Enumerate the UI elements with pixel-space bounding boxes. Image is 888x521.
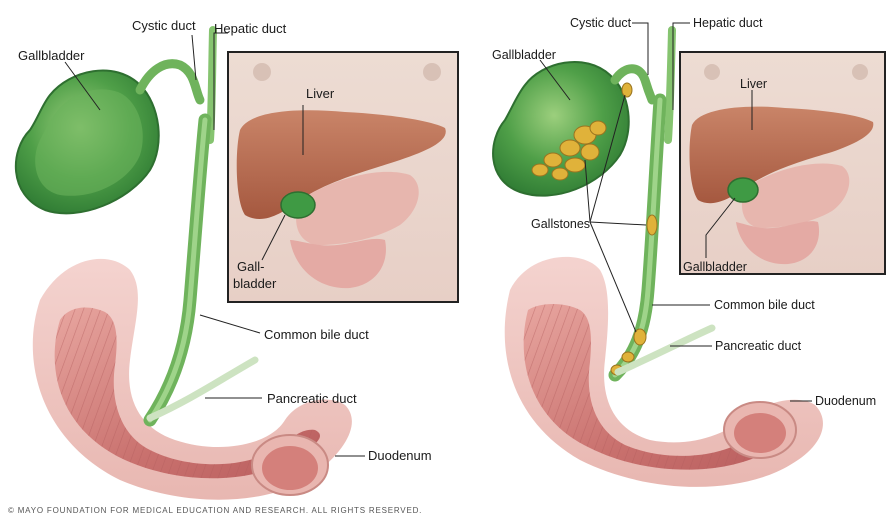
leader-gallstones-2 [589, 94, 626, 223]
leader-cystic-duct [191, 34, 197, 81]
common-bile-duct-highlight [147, 117, 208, 423]
label-liver-right: Liver [740, 77, 767, 91]
inset-shoulder-left-right [704, 64, 720, 80]
gallstone-cystic [621, 82, 633, 98]
cystic-duct-right [610, 64, 657, 105]
inset-shoulder-left [253, 63, 271, 81]
gallstone-bile-duct-lower [633, 328, 647, 346]
gallstone [580, 143, 600, 161]
label-duodenum-right: Duodenum [815, 394, 876, 408]
stomach [296, 171, 419, 245]
hepatic-duct-right [664, 26, 676, 144]
gallstone-bile-duct [646, 214, 658, 236]
inset-duodenum-right [736, 221, 820, 265]
leader-gallbladder [64, 61, 101, 111]
left-illustration: Gallbladder Cystic duct Hepatic duct Liv… [14, 18, 459, 500]
gallbladder-right [492, 61, 630, 197]
label-common-bile-duct-right: Common bile duct [714, 298, 815, 312]
gallstone [531, 163, 549, 177]
duodenum-folds-right [523, 304, 790, 470]
gallbladder-lining [35, 89, 143, 196]
right-illustration: Gallbladder Cystic duct Hepatic duct Liv… [492, 16, 886, 487]
label-inset-gallbladder-right: Gallbladder [683, 260, 747, 274]
leader-gallstones-4 [589, 221, 637, 333]
label-gallbladder-right: Gallbladder [492, 48, 556, 62]
leader-gallstones-1 [584, 159, 591, 223]
label-pancreatic-duct: Pancreatic duct [267, 391, 357, 406]
inset-gallbladder [280, 191, 316, 219]
label-cystic-duct-right: Cystic duct [570, 16, 632, 30]
duodenum-folds [54, 307, 321, 479]
label-hepatic-duct-right: Hepatic duct [693, 16, 763, 30]
gallstone [589, 120, 607, 136]
label-gall-line1: Gall- [237, 259, 264, 274]
label-duodenum: Duodenum [368, 448, 432, 463]
label-common-bile-duct: Common bile duct [264, 327, 369, 342]
pancreatic-duct [146, 356, 259, 422]
leader-inset-gallbladder [261, 214, 286, 261]
gallstone [551, 167, 569, 181]
inset-duodenum [290, 238, 386, 289]
leader-common-bile-duct [199, 314, 261, 334]
hepatic-duct [206, 26, 217, 144]
gallstone [543, 152, 563, 168]
inset-shoulder-right [423, 63, 441, 81]
label-cystic-duct: Cystic duct [132, 18, 196, 33]
label-gallbladder: Gallbladder [18, 48, 85, 63]
duodenum-opening-inner-right [734, 413, 786, 453]
inset-shoulder-right-right [852, 64, 868, 80]
inset-gallbladder-right [727, 177, 759, 203]
label-hepatic-duct: Hepatic duct [214, 21, 287, 36]
common-bile-duct-right-highlight [612, 97, 663, 378]
common-bile-duct [143, 113, 212, 427]
label-pancreatic-duct-right: Pancreatic duct [715, 339, 802, 353]
gallstone-ampulla [621, 351, 635, 363]
copyright-notice: © MAYO FOUNDATION FOR MEDICAL EDUCATION … [8, 506, 422, 515]
label-gallstones: Gallstones [531, 217, 590, 231]
duodenum-opening-inner [262, 446, 318, 490]
pancreatic-duct-right [614, 324, 716, 376]
liver [236, 110, 446, 220]
label-liver: Liver [306, 86, 335, 101]
gallstone [564, 157, 586, 173]
gallstone [559, 139, 581, 157]
leader-gallstones-3 [589, 221, 647, 226]
cystic-duct [135, 59, 205, 105]
leader-cystic-duct-right [632, 22, 649, 75]
leader-hepatic-duct [213, 32, 228, 130]
label-gall-line2: bladder [233, 276, 277, 291]
leader-gallbladder-right [539, 59, 571, 101]
stomach-right [741, 163, 850, 228]
gallstones-in-gallbladder [531, 120, 607, 181]
leader-hepatic-duct-right [672, 22, 690, 110]
leader-inset-gallbladder-right [705, 197, 736, 258]
